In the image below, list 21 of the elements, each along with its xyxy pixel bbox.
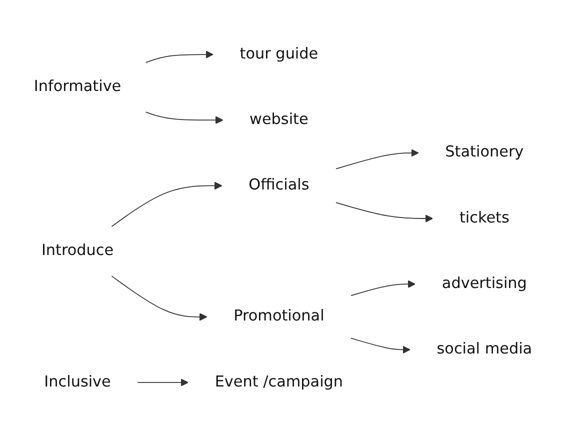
node-text: Event /campaign	[214, 372, 344, 391]
arrow	[350, 280, 416, 296]
node-text: social media	[436, 340, 532, 358]
arrow	[137, 378, 188, 386]
node-text: Promotional	[234, 307, 324, 326]
node-text: Inclusive	[44, 372, 111, 391]
arrow	[336, 202, 434, 222]
arrow	[111, 276, 208, 321]
arrow	[111, 182, 222, 227]
arrow	[336, 148, 419, 170]
node-text: tour guide	[240, 44, 318, 63]
node-text: Stationery	[445, 143, 524, 162]
node-text: website	[250, 110, 308, 128]
node-text: advertising	[442, 274, 527, 292]
arrow	[145, 112, 224, 124]
node-text: tickets	[459, 208, 510, 227]
node-text: Officials	[248, 176, 310, 194]
arrow	[145, 50, 214, 63]
node-text: Informative	[34, 78, 122, 96]
arrow	[350, 338, 410, 354]
node-text: Introduce	[41, 242, 114, 260]
